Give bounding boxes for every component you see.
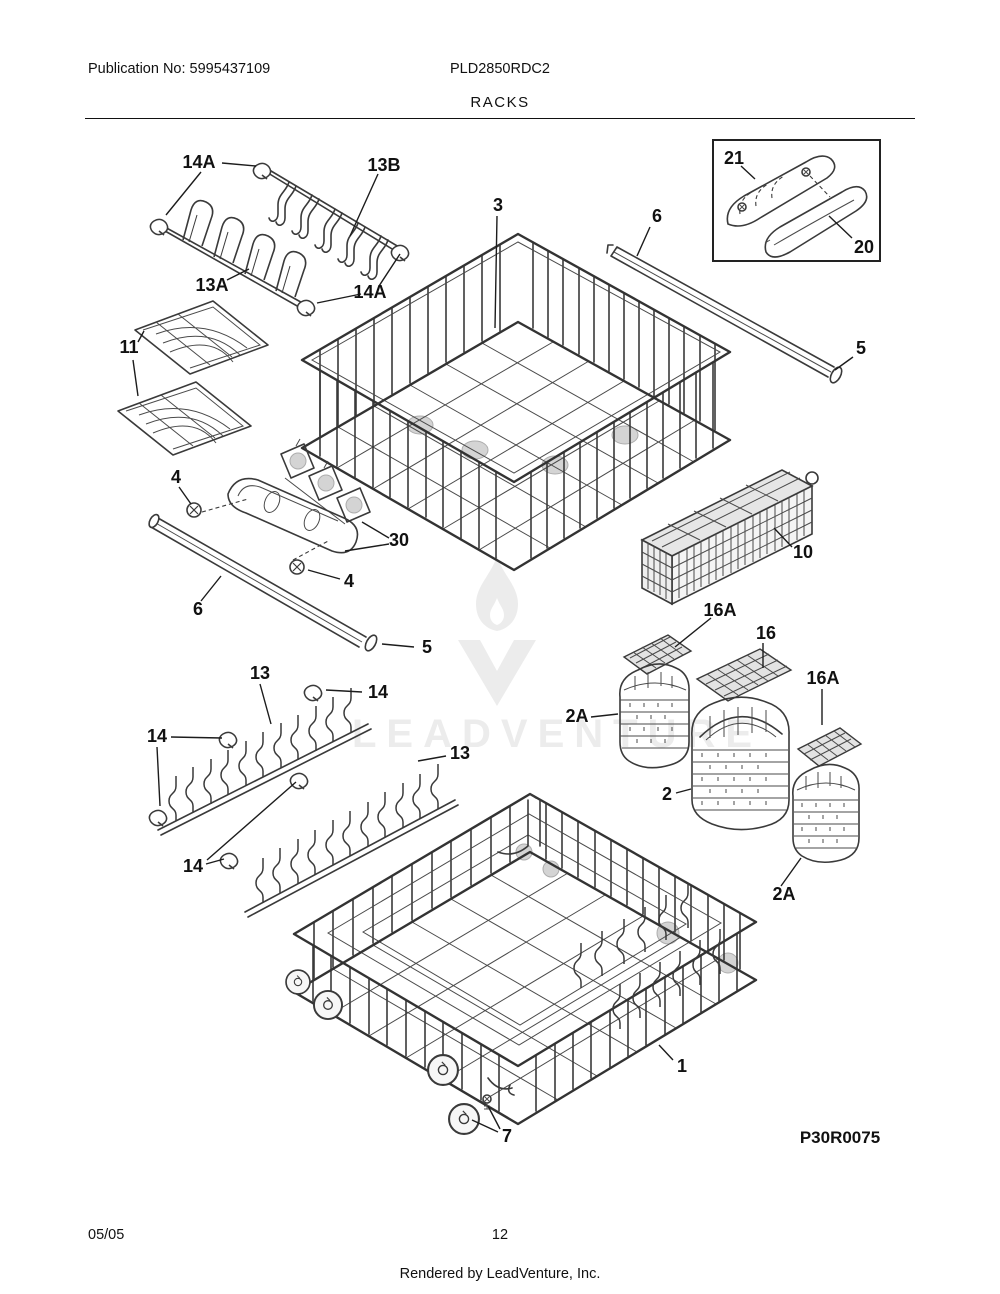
- leader-lines: [132, 162, 854, 1133]
- callout-30: 30: [389, 530, 409, 550]
- header-divider: [85, 118, 915, 119]
- diagram-code: P30R0075: [800, 1128, 880, 1147]
- clip-14a: [149, 218, 169, 236]
- page-title: RACKS: [470, 94, 530, 111]
- callout-4-2: 4: [344, 571, 354, 591]
- callout-3: 3: [493, 195, 503, 215]
- callout-13-1: 13: [250, 663, 270, 683]
- rack-wheel: [285, 969, 311, 995]
- fastener-4: [289, 559, 305, 575]
- rack-wheel: [312, 989, 344, 1021]
- callout-16a-1: 16A: [703, 600, 736, 620]
- callout-2a-1: 2A: [565, 706, 588, 726]
- callout-1: 1: [677, 1056, 687, 1076]
- callout-2a-2: 2A: [772, 884, 795, 904]
- tine-row-13a-drawing: [162, 199, 309, 312]
- callout-14a-2: 14A: [353, 282, 386, 302]
- footer-date: 05/05: [88, 1227, 125, 1243]
- clip-14: [218, 731, 238, 749]
- part-20-drawing: [764, 185, 868, 258]
- basket-2-drawing: [691, 696, 790, 831]
- clip-14: [303, 684, 323, 702]
- callout-16a-2: 16A: [806, 668, 839, 688]
- callout-10: 10: [793, 542, 813, 562]
- tine-row-13-upper-drawing: [157, 687, 372, 836]
- wheel-7-drawing: [448, 1094, 492, 1135]
- fastener-4: [186, 502, 202, 518]
- clip-14: [219, 852, 239, 870]
- rack-wheel: [427, 1054, 459, 1086]
- callout-14-3: 14: [183, 856, 203, 876]
- callout-13b: 13B: [367, 155, 400, 175]
- callout-13-2: 13: [450, 743, 470, 763]
- leadventure-watermark: LEADVENTURE: [352, 556, 762, 756]
- end-cap-5: [829, 366, 843, 384]
- callout-16: 16: [756, 623, 776, 643]
- callout-7: 7: [502, 1126, 512, 1146]
- model-number: PLD2850RDC2: [450, 61, 550, 77]
- upper-rack-drawing: [300, 232, 732, 572]
- lid-16a-right-drawing: [796, 727, 863, 767]
- inset-box: [712, 139, 881, 262]
- callout-6-bottom: 6: [193, 599, 203, 619]
- lid-16a-left-drawing: [622, 634, 693, 675]
- callout-21: 21: [724, 148, 744, 168]
- callout-14-1: 14: [368, 682, 388, 702]
- clip-14: [148, 809, 168, 827]
- slide-rail-top-drawing: [606, 244, 843, 384]
- part-21-drawing: [726, 155, 836, 227]
- callout-6-top: 6: [652, 206, 662, 226]
- clip-14a: [296, 299, 316, 317]
- callout-2: 2: [662, 784, 672, 804]
- flame-icon: [476, 556, 518, 631]
- publication-number: Publication No: 5995437109: [88, 61, 271, 77]
- slide-rail-bottom-drawing: [148, 513, 378, 652]
- clip-14: [289, 772, 309, 790]
- callout-14a-1: 14A: [182, 152, 215, 172]
- callout-5-bottom: 5: [422, 637, 432, 657]
- basket-2a-left-drawing: [619, 663, 690, 769]
- rendered-by-notice: Rendered by LeadVenture, Inc.: [399, 1266, 601, 1282]
- callout-5-top: 5: [856, 338, 866, 358]
- cup-shelf-drawing: [117, 300, 269, 456]
- clip-14a: [390, 244, 410, 262]
- callout-11: 11: [119, 337, 138, 357]
- tine-row-13b-drawing: [265, 167, 405, 281]
- tine-row-13-lower-drawing: [244, 763, 459, 918]
- lower-rack-drawing: [285, 792, 758, 1126]
- lid-16-drawing: [695, 648, 793, 702]
- callout-13a: 13A: [195, 275, 228, 295]
- callout-14-2: 14: [147, 726, 167, 746]
- callout-labels: 14A 13B 3 6 21 20 5 13A 14A 11 4 30 4 6 …: [119, 148, 874, 1146]
- watermark-text: LEADVENTURE: [352, 712, 762, 756]
- basket-2a-right-drawing: [792, 763, 860, 864]
- silverware-basket-drawing: [640, 469, 819, 606]
- v-logo-icon: [458, 640, 536, 706]
- footer-page-number: 12: [491, 1227, 509, 1243]
- rack-adjuster-drawing: [186, 438, 371, 575]
- callout-20: 20: [854, 237, 874, 257]
- basket-knob: [805, 471, 819, 485]
- end-cap-5: [364, 634, 378, 652]
- callout-4-1: 4: [171, 467, 181, 487]
